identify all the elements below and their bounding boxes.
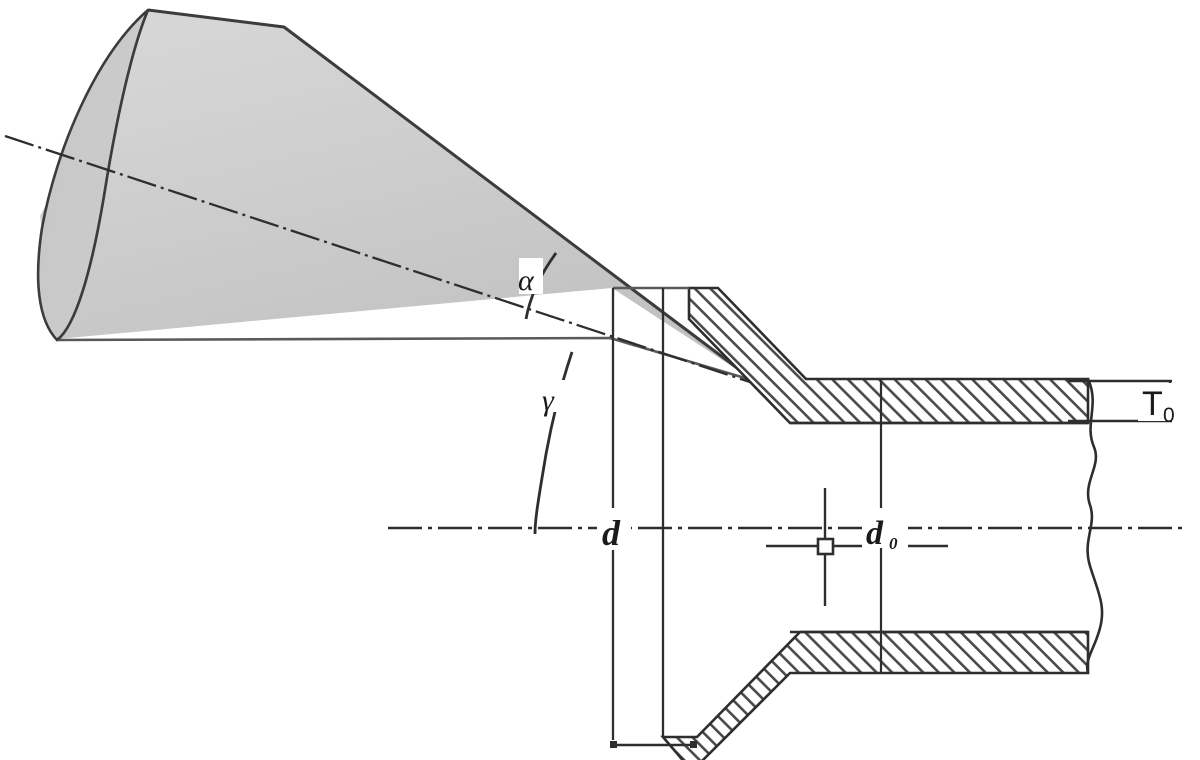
dimension-original-diameter: d 0 [766,423,948,632]
dim-d-label: d [602,513,621,553]
angle-alpha-label: α [518,264,535,297]
dim-T0-label-backing [1138,383,1190,421]
conical-punch [4,8,763,388]
dim-d0-label-subscript: 0 [889,534,898,553]
angle-gamma-label: γ [542,384,555,417]
punch-lower-outline [55,336,756,383]
angle-alpha: α [518,252,558,320]
punch-cone-body [40,10,753,380]
tube-upper-wall-section [687,286,1090,425]
dim-T0-label: T [1142,385,1163,423]
punch-upper-outline [147,8,754,382]
tube-break-line [1085,378,1104,674]
dim-d0-label-backing [862,508,908,548]
angle-gamma: γ [533,351,574,535]
tube-workpiece [611,286,1104,760]
dim-d0-node-square [816,537,835,556]
angle-alpha-label-backing [519,258,543,294]
dim-d-tick-left [610,741,617,748]
angle-gamma-label-backing [541,380,565,412]
dim-d-label-backing [597,508,631,550]
dim-T0-label-subscript: 0 [1163,404,1175,427]
punch-end-face-seam [56,9,150,341]
tube-lower-wall-section [660,630,1090,760]
dim-d0-label: d [866,515,884,552]
angle-gamma-arc [533,351,574,535]
dimension-flared-diameter: d [597,508,697,748]
dim-d-tick-right [690,741,697,748]
dimension-wall-thickness: T 0 [1068,379,1190,427]
punch-axis-centerline [4,134,763,388]
